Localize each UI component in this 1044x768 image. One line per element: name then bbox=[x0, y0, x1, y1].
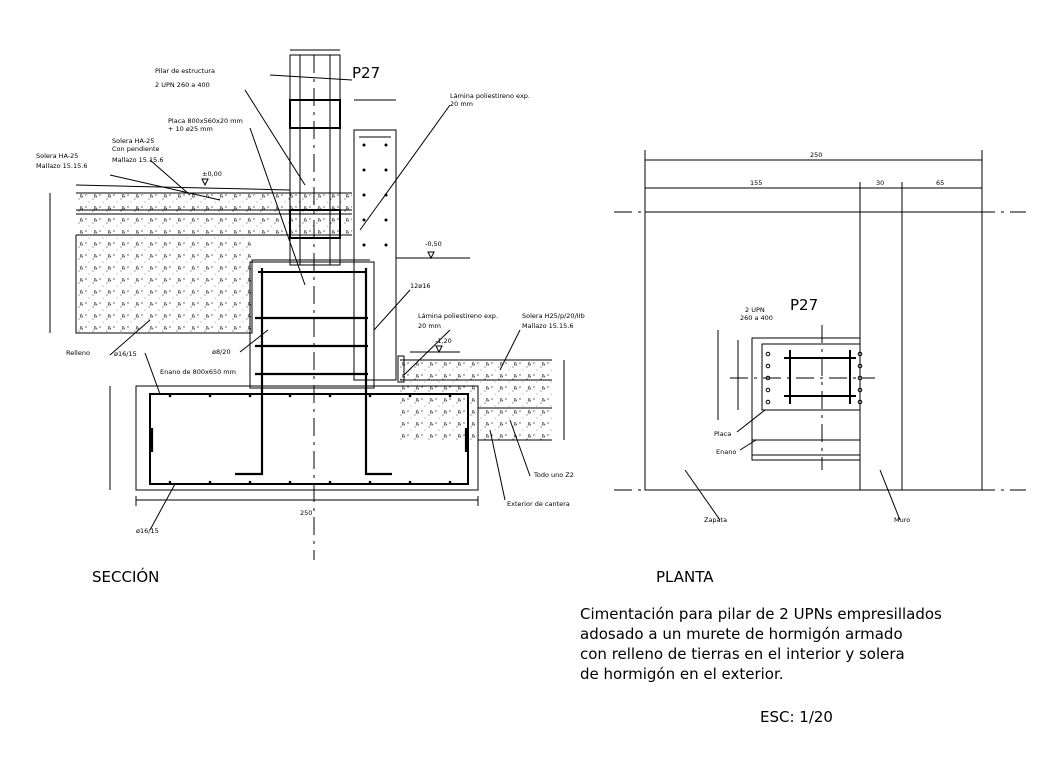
description-block: Cimentación para pilar de 2 UPNs empresi… bbox=[580, 605, 942, 726]
plan-dim-a: 155 bbox=[750, 179, 762, 187]
section-pillar-id: P27 bbox=[352, 64, 380, 82]
label-poly-bottom-2: 20 mm bbox=[418, 322, 441, 330]
label-rebar-12: 12ø16 bbox=[410, 282, 431, 290]
label-rebar-bottom: ø16/15 bbox=[136, 527, 159, 535]
label-slab-left-2: Mallazo 15.15.6 bbox=[36, 162, 87, 170]
scale-label: ESC: 1/20 bbox=[760, 708, 833, 726]
label-level-120: -1,20 bbox=[435, 337, 452, 345]
label-plate-1: Placa 800x560x20 mm bbox=[168, 117, 243, 125]
pillar bbox=[289, 54, 341, 266]
description-line-4: de hormigón en el exterior. bbox=[580, 665, 784, 683]
plan-dim-c: 65 bbox=[936, 179, 944, 187]
plan-label-plate: Placa bbox=[714, 430, 731, 438]
plan-label-wall: Muro bbox=[894, 516, 910, 524]
label-slab-inner-3: Mallazo 15.15.6 bbox=[112, 156, 163, 164]
label-poly-top-2: 20 mm bbox=[450, 100, 473, 108]
label-slab-right-1: Solera H25/p/20/IIb bbox=[522, 312, 585, 320]
section-dim-width: 250 bbox=[300, 509, 312, 517]
plan-upn-2: 260 a 400 bbox=[740, 314, 773, 322]
label-fill: Relleno bbox=[66, 349, 90, 357]
label-slab-left-1: Solera HA-25 bbox=[36, 152, 78, 160]
label-slab-inner-1: Solera HA-25 bbox=[112, 137, 154, 145]
plan-title: PLANTA bbox=[656, 568, 714, 586]
label-rebar-stirrup: ø8/20 bbox=[212, 348, 231, 356]
label-level-zero: ±0,00 bbox=[202, 170, 222, 178]
plate-plan bbox=[761, 343, 861, 411]
description-line-1: Cimentación para pilar de 2 UPNs empresi… bbox=[580, 605, 942, 623]
plan-pillar-id: P27 bbox=[790, 296, 818, 314]
plan-dim-b: 30 bbox=[876, 179, 884, 187]
plan-upn-1: 2 UPN bbox=[745, 306, 765, 314]
plan-label-beam: Enano bbox=[716, 448, 736, 456]
label-grade-beam: Enano de 800x650 mm bbox=[160, 368, 236, 376]
description-line-2: adosado a un murete de hormigón armado bbox=[580, 625, 903, 643]
section-drawing: P27 Pilar de estructura 2 UPN 260 a 400 … bbox=[36, 49, 585, 586]
label-poly-bottom-1: Lámina poliestireno exp. bbox=[418, 312, 498, 320]
label-poly-top-1: Lámina poliestireno exp. bbox=[450, 92, 530, 100]
label-slab-inner-2: Con pendiente bbox=[112, 145, 160, 153]
label-level-050: -0,50 bbox=[425, 240, 442, 248]
wall-plan bbox=[859, 211, 903, 491]
grade-beam-plan bbox=[751, 337, 861, 461]
section-title: SECCIÓN bbox=[92, 567, 159, 586]
description-line-3: con relleno de tierras en el interior y … bbox=[580, 645, 905, 663]
label-upn-profile: 2 UPN 260 a 400 bbox=[155, 81, 210, 89]
wall-section bbox=[353, 129, 397, 381]
plan-drawing: P27 2 UPN 260 a 400 Placa Enano Zapata M… bbox=[614, 150, 1026, 586]
label-plate-2: + 10 ø25 mm bbox=[168, 125, 213, 133]
slab-right bbox=[400, 360, 552, 440]
pedestal bbox=[249, 261, 375, 389]
label-exterior-edge: Exterior de cantera bbox=[507, 500, 570, 508]
label-pillar-structure: Pilar de estructura bbox=[155, 67, 215, 75]
plan-label-footing: Zapata bbox=[704, 516, 727, 524]
footing-plan bbox=[644, 211, 983, 491]
fill-block bbox=[76, 235, 252, 333]
label-rebar-top: ø16/15 bbox=[114, 350, 137, 358]
label-all-one: Todo uno Z2 bbox=[533, 471, 574, 479]
plan-dim-total: 250 bbox=[810, 151, 822, 159]
label-slab-right-2: Mallazo 15.15.6 bbox=[522, 322, 573, 330]
